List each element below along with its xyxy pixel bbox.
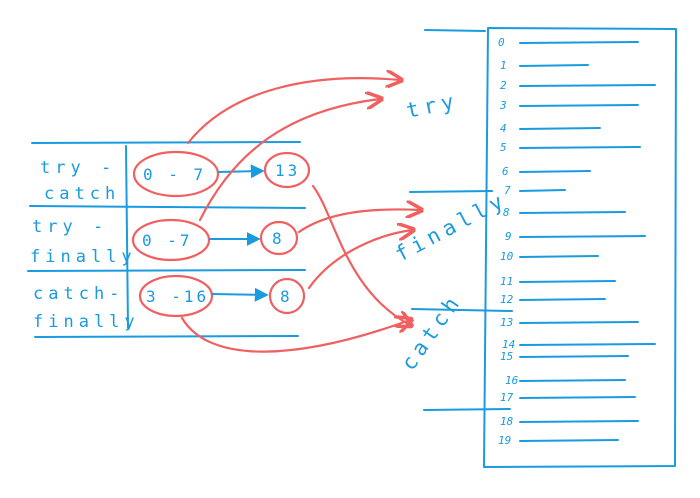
arrow-row3-to-catch (180, 318, 410, 353)
instruction-index: 17 (500, 391, 514, 404)
instruction-index: 2 (500, 79, 507, 92)
instruction-line (519, 321, 639, 324)
instruction-index: 18 (500, 415, 514, 428)
instruction-index: 7 (504, 184, 511, 197)
instruction-index: 15 (500, 350, 513, 363)
arrow-row2-to-try (198, 99, 380, 222)
row-1-range: 0 - 7 (143, 165, 206, 184)
instruction-index: 12 (500, 293, 514, 306)
instruction-line (519, 280, 616, 283)
row-2-range: 0 -7 (142, 231, 193, 250)
instruction-index: 5 (500, 141, 507, 154)
instruction-line (519, 41, 639, 44)
instruction-line (519, 396, 636, 399)
arrow-target3-to-finally (307, 230, 412, 290)
instruction-line (519, 170, 591, 173)
instruction-index: 16 (505, 374, 519, 387)
block-labels: try finally catch (391, 88, 511, 374)
instruction-line (519, 298, 606, 301)
instruction-box (483, 27, 677, 468)
instruction-line (519, 211, 626, 214)
target-cells: 13 8 8 (259, 151, 311, 315)
instruction-index: 19 (498, 434, 511, 447)
instruction-line (519, 64, 589, 67)
range-ellipse-3 (138, 274, 214, 318)
row-3-label-line2: finally (33, 312, 140, 332)
instruction-index: 13 (500, 316, 513, 329)
instruction-line (519, 146, 641, 149)
instruction-index: 8 (503, 206, 510, 219)
target-ellipse-2 (259, 220, 299, 256)
row-1-label-line1: try - (40, 158, 116, 178)
instruction-line (519, 255, 599, 258)
block-label-try: try (404, 88, 461, 122)
range-cells: 0 - 7 0 -7 3 -16 (131, 150, 220, 318)
row-3-label-line1: catch- (33, 284, 124, 304)
block-label-finally: finally (391, 187, 511, 266)
instruction-line (519, 420, 639, 423)
instruction-line (519, 104, 639, 107)
instruction-line (519, 127, 601, 130)
row-3-range: 3 -16 (146, 287, 209, 306)
instruction-line (519, 235, 646, 238)
row-3-target: 8 (280, 287, 293, 306)
instruction-index: 9 (505, 230, 512, 243)
table-row-labels: try - catch try - finally catch- finally (30, 158, 140, 332)
arrow-target2-to-finally (297, 209, 420, 234)
instruction-index: 1 (500, 59, 507, 72)
row-2-label-line2: finally (30, 247, 137, 267)
instruction-line (519, 189, 566, 192)
instruction-line (519, 84, 656, 87)
block-mapping-arrows (180, 78, 420, 353)
instruction-index: 6 (502, 165, 509, 178)
block-boundaries (409, 29, 513, 411)
exception-table-grid (27, 141, 306, 338)
range-ellipse-1 (132, 150, 220, 198)
instruction-line (519, 379, 626, 382)
row-2-label-line1: try - (32, 217, 108, 237)
instruction-index: 14 (502, 338, 515, 351)
instruction-index: 3 (499, 99, 507, 112)
row-1-label-line2: catch (44, 184, 120, 204)
instruction-index: 4 (500, 122, 507, 135)
instruction-line (519, 355, 629, 358)
row-2-target: 8 (272, 229, 285, 248)
instruction-lines (519, 41, 656, 442)
range-ellipse-2 (131, 218, 211, 262)
instruction-line (519, 343, 656, 346)
range-to-target-arrows (209, 164, 269, 302)
instruction-line (519, 439, 619, 442)
block-label-catch: catch (396, 289, 466, 375)
arrow-row1-to-try (186, 78, 400, 145)
row-1-target: 13 (275, 161, 300, 180)
target-ellipse-3 (268, 277, 306, 315)
target-ellipse-1 (263, 151, 311, 189)
instruction-index: 11 (500, 275, 513, 288)
instruction-index: 0 (498, 36, 505, 49)
instruction-index: 10 (500, 250, 514, 263)
